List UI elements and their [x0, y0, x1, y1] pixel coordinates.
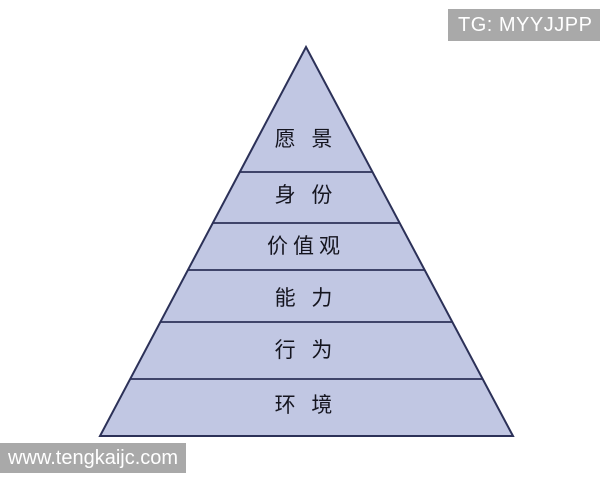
level-label-vision: 愿 景 [274, 128, 338, 151]
pyramid-outline [98, 44, 515, 437]
level-label-values: 价值观 [267, 235, 345, 258]
level-label-behavior: 行 为 [274, 339, 338, 362]
watermark-top-right: TG: MYYJJPP [448, 9, 600, 41]
level-label-identity: 身 份 [274, 184, 338, 207]
watermark-bottom-left: www.tengkaijc.com [0, 443, 186, 473]
level-label-capability: 能 力 [274, 287, 338, 310]
level-label-environment: 环 境 [274, 394, 338, 417]
